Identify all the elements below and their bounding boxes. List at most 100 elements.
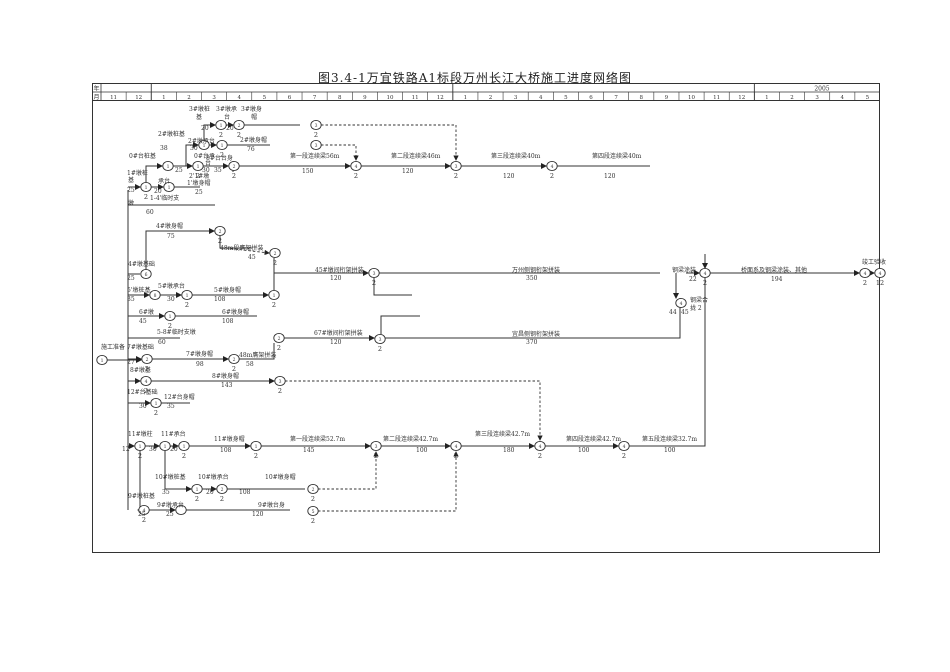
node-duration: 2: [195, 495, 199, 503]
month-label: 月: [94, 94, 100, 101]
activity-label: 27: [127, 359, 135, 366]
activity-label: 施工准备: [101, 343, 125, 351]
activity-label: 48m膺架拼装: [239, 351, 276, 359]
month-cell: 10: [386, 95, 393, 101]
node-number: 2: [146, 357, 149, 363]
event-node: 22: [233, 119, 245, 139]
node-duration: 2: [142, 516, 146, 524]
month-cell: 11: [110, 95, 117, 101]
activity-arrow: [239, 343, 275, 360]
event-node: 12: [191, 483, 203, 503]
month-cell: 1: [765, 95, 769, 101]
activity-label: 7#墩基础: [127, 343, 154, 351]
node-number: 1: [197, 164, 200, 170]
activity-label: 35: [127, 296, 135, 303]
month-cell: 11: [713, 95, 720, 101]
activity-label: 194: [771, 276, 783, 283]
node-number: 3: [373, 271, 376, 277]
node-duration: 2: [144, 193, 148, 201]
activity-label: 20: [201, 125, 209, 132]
node-duration: 2: [220, 151, 224, 159]
node-number: 2: [312, 487, 315, 493]
node-duration: 2: [372, 279, 376, 287]
activity-label: 5'墩桩基: [127, 286, 150, 294]
month-cell: 3: [514, 95, 518, 101]
node-number: 2: [238, 123, 241, 129]
activity-label: 108: [239, 489, 251, 496]
activity-label: 第五段连续梁32.7m: [642, 435, 697, 443]
event-node: 8: [149, 289, 161, 301]
activity-label: 1-4'临时支: [150, 194, 179, 202]
node-number: 2: [221, 487, 224, 493]
month-cell: 2: [790, 95, 794, 101]
node-number: 3: [375, 444, 378, 450]
node-number: 1: [167, 164, 170, 170]
activity-label: 桥面系及钢梁涂装、其他: [741, 266, 807, 274]
activity-label: 10#墩身帽: [265, 473, 296, 481]
node-duration: 2: [220, 495, 224, 503]
activity-label: 5#墩承台: [158, 282, 185, 290]
dummy-dependencies: [225, 124, 660, 512]
activity-label: 38: [160, 145, 168, 152]
year-2005: 2005: [814, 86, 829, 93]
activity-label: 150: [302, 168, 314, 175]
activity-label: 钢梁合: [690, 296, 708, 304]
event-node: 22: [228, 160, 240, 180]
node-duration: 2: [219, 131, 223, 139]
month-cell: 10: [688, 95, 695, 101]
event-node: 32: [310, 119, 322, 139]
activity-label: 12#台基础: [127, 388, 158, 396]
activity-label: 25: [175, 167, 183, 174]
activity-label: 20: [226, 125, 234, 132]
dummy-arrow: [321, 144, 359, 161]
dummy-arrow: [318, 451, 379, 490]
activity-label: 5#墩身帽: [214, 286, 241, 294]
activity-label: 第三段连续梁40m: [491, 152, 541, 160]
event-node: 42: [350, 160, 362, 180]
node-number: 1: [168, 185, 171, 191]
event-node: [175, 504, 187, 516]
node-number: 2: [274, 251, 277, 257]
activity-arrow: [185, 142, 199, 166]
node-number: 3: [455, 164, 458, 170]
node-number: 3: [315, 123, 318, 129]
node-number: 1: [145, 185, 148, 191]
event-node: 32: [370, 440, 382, 460]
activity-label: 30: [167, 296, 175, 303]
activity-label: 22: [689, 276, 697, 283]
event-node: 22: [269, 247, 281, 267]
node-duration: 2: [538, 452, 542, 460]
activity-label: 7#墩身帽: [186, 350, 213, 358]
node-number: 6: [145, 272, 148, 278]
node-number: 1: [155, 401, 158, 407]
event-node: 32: [274, 375, 286, 395]
activity-arrow: [629, 278, 706, 447]
event-node: 32: [450, 160, 462, 180]
node-number: 1: [255, 444, 258, 450]
event-node: 3: [310, 139, 322, 151]
month-cell: 7: [614, 95, 618, 101]
activity-label: 台: [224, 113, 230, 121]
event-node: 6: [140, 268, 152, 280]
node-number: 3: [379, 337, 382, 343]
node-number: 1: [101, 358, 104, 364]
node-number: 4: [704, 271, 707, 277]
month-cell: 5: [564, 95, 568, 101]
activity-label: 108: [214, 296, 226, 303]
node-number: 4: [864, 271, 867, 277]
dummy-arrow: [318, 451, 459, 512]
event-node: 42: [140, 375, 152, 395]
activity-label: 2#墩承台: [188, 137, 215, 145]
event-node: 12: [150, 397, 162, 417]
activity-label: 第二段连续梁42.7m: [383, 435, 438, 443]
activity-label: 76: [247, 146, 255, 153]
node-duration: 2: [168, 322, 172, 330]
activity-label: 180: [503, 447, 515, 454]
activity-label: 60: [146, 209, 154, 216]
node-duration: 2: [185, 301, 189, 309]
event-node: 22: [228, 353, 240, 373]
activity-label: 45: [681, 309, 689, 316]
activity-label: 60: [158, 339, 166, 346]
event-node: 12: [268, 289, 280, 309]
